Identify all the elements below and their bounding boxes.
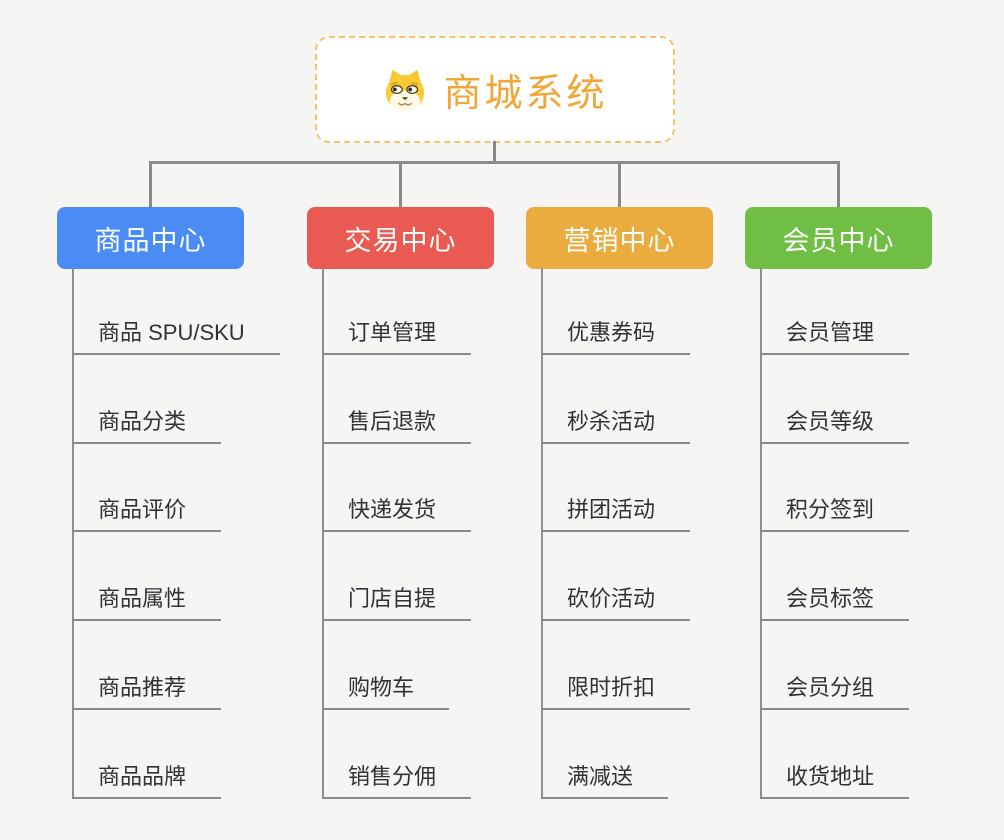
connector-root-drop <box>493 141 496 164</box>
connector-branch-drop <box>837 161 840 209</box>
connector-bus <box>149 161 840 164</box>
leaf-node[interactable]: 积分签到 <box>760 494 910 532</box>
leaf-node[interactable]: 优惠券码 <box>541 317 691 355</box>
leaf-node[interactable]: 商品 SPU/SKU <box>72 317 280 355</box>
leaf-node[interactable]: 会员分组 <box>760 672 910 710</box>
leaf-node[interactable]: 秒杀活动 <box>541 406 691 444</box>
branch-spine-line <box>760 268 762 799</box>
leaf-node[interactable]: 满减送 <box>541 761 669 799</box>
leaf-node[interactable]: 会员管理 <box>760 317 910 355</box>
leaf-node[interactable]: 限时折扣 <box>541 672 691 710</box>
dog-face-icon <box>386 69 425 112</box>
branch-node-0[interactable]: 商品中心 <box>57 207 244 269</box>
leaf-node[interactable]: 会员等级 <box>760 406 910 444</box>
branch-spine-line <box>322 268 324 799</box>
leaf-node[interactable]: 门店自提 <box>322 583 472 621</box>
leaf-node[interactable]: 收货地址 <box>760 761 910 799</box>
root-node[interactable]: 商城系统 <box>315 36 675 143</box>
leaf-node[interactable]: 订单管理 <box>322 317 472 355</box>
leaf-node[interactable]: 拼团活动 <box>541 494 691 532</box>
connector-branch-drop <box>618 161 621 209</box>
branch-node-1[interactable]: 交易中心 <box>307 207 494 269</box>
branch-spine-line <box>541 268 543 799</box>
leaf-node[interactable]: 商品属性 <box>72 583 222 621</box>
connector-branch-drop <box>149 161 152 209</box>
branch-node-3[interactable]: 会员中心 <box>745 207 932 269</box>
leaf-node[interactable]: 商品分类 <box>72 406 222 444</box>
leaf-node[interactable]: 商品推荐 <box>72 672 222 710</box>
leaf-node[interactable]: 快递发货 <box>322 494 472 532</box>
leaf-node[interactable]: 砍价活动 <box>541 583 691 621</box>
root-title: 商城系统 <box>443 73 608 115</box>
branch-spine-line <box>72 268 74 799</box>
leaf-node[interactable]: 商品品牌 <box>72 761 222 799</box>
leaf-node[interactable]: 会员标签 <box>760 583 910 621</box>
connector-branch-drop <box>399 161 402 209</box>
leaf-node[interactable]: 销售分佣 <box>322 761 472 799</box>
branch-node-2[interactable]: 营销中心 <box>526 207 713 269</box>
leaf-node[interactable]: 售后退款 <box>322 406 472 444</box>
leaf-node[interactable]: 购物车 <box>322 672 450 710</box>
leaf-node[interactable]: 商品评价 <box>72 494 222 532</box>
